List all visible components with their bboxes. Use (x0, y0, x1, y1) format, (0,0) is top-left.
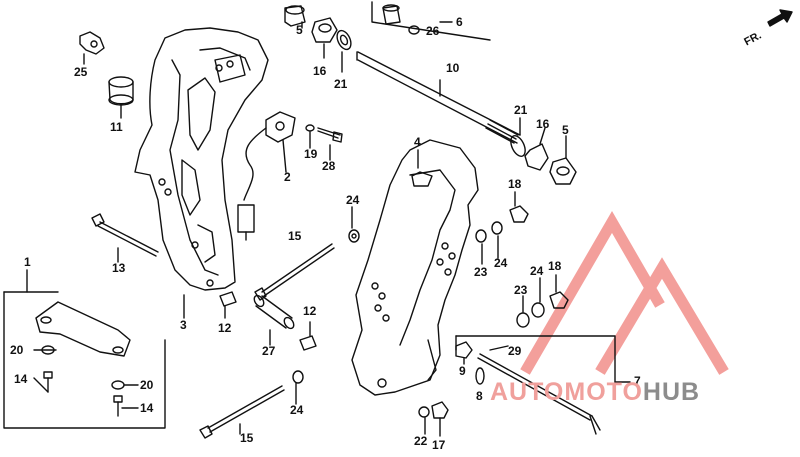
callout-19: 19 (304, 147, 318, 161)
callout-21-top: 21 (334, 77, 348, 91)
callout-24-c: 24 (530, 264, 544, 278)
callout-29: 29 (508, 344, 522, 358)
callout-11: 11 (110, 120, 123, 134)
watermark-logo (520, 211, 729, 375)
callout-16-top: 16 (313, 64, 327, 78)
callout-20-left: 20 (10, 343, 24, 357)
callout-27: 27 (262, 344, 276, 358)
stern-bracket (134, 27, 269, 291)
callout-5-top: 5 (296, 23, 303, 37)
callout-7: 7 (634, 374, 641, 388)
callout-15-bottom: 15 (240, 431, 254, 445)
callout-15-top: 15 (288, 229, 302, 243)
callout-10: 10 (446, 61, 460, 75)
callout-3: 3 (180, 318, 187, 332)
callout-13: 13 (112, 261, 126, 275)
callout-16-right: 16 (536, 117, 550, 131)
callout-6: 6 (456, 15, 463, 29)
callout-20-right: 20 (140, 378, 154, 392)
callout-4: 4 (414, 135, 421, 149)
callout-1: 1 (24, 255, 31, 269)
callout-12-right: 12 (303, 304, 317, 318)
callout-28: 28 (322, 159, 336, 173)
watermark-text: AUTOMOTOHUB (490, 378, 701, 406)
callout-23-bottom: 23 (514, 283, 528, 297)
group-bracket-1 (3, 291, 166, 429)
callout-25: 25 (74, 65, 88, 79)
callout-17: 17 (432, 438, 446, 452)
group-bracket-6 (371, 1, 491, 41)
callout-18-right: 18 (548, 259, 562, 273)
callout-2: 2 (284, 170, 291, 184)
callout-24-d: 24 (290, 403, 304, 417)
group-bracket-7 (455, 335, 616, 383)
callout-26: 26 (426, 24, 440, 38)
callout-18-top: 18 (508, 177, 522, 191)
callout-5-right: 5 (562, 123, 569, 137)
callout-22: 22 (414, 434, 428, 448)
callout-24-b: 24 (494, 256, 508, 270)
callout-8: 8 (476, 389, 483, 403)
callout-23-top: 23 (474, 265, 488, 279)
callout-21-right: 21 (514, 103, 528, 117)
callout-12-left: 12 (218, 321, 232, 335)
callout-14-left: 14 (14, 372, 28, 386)
callout-14-right: 14 (140, 401, 154, 415)
plate (35, 301, 131, 357)
front-arrow-icon (767, 9, 793, 27)
callout-24-a: 24 (346, 193, 360, 207)
callout-9: 9 (459, 364, 466, 378)
